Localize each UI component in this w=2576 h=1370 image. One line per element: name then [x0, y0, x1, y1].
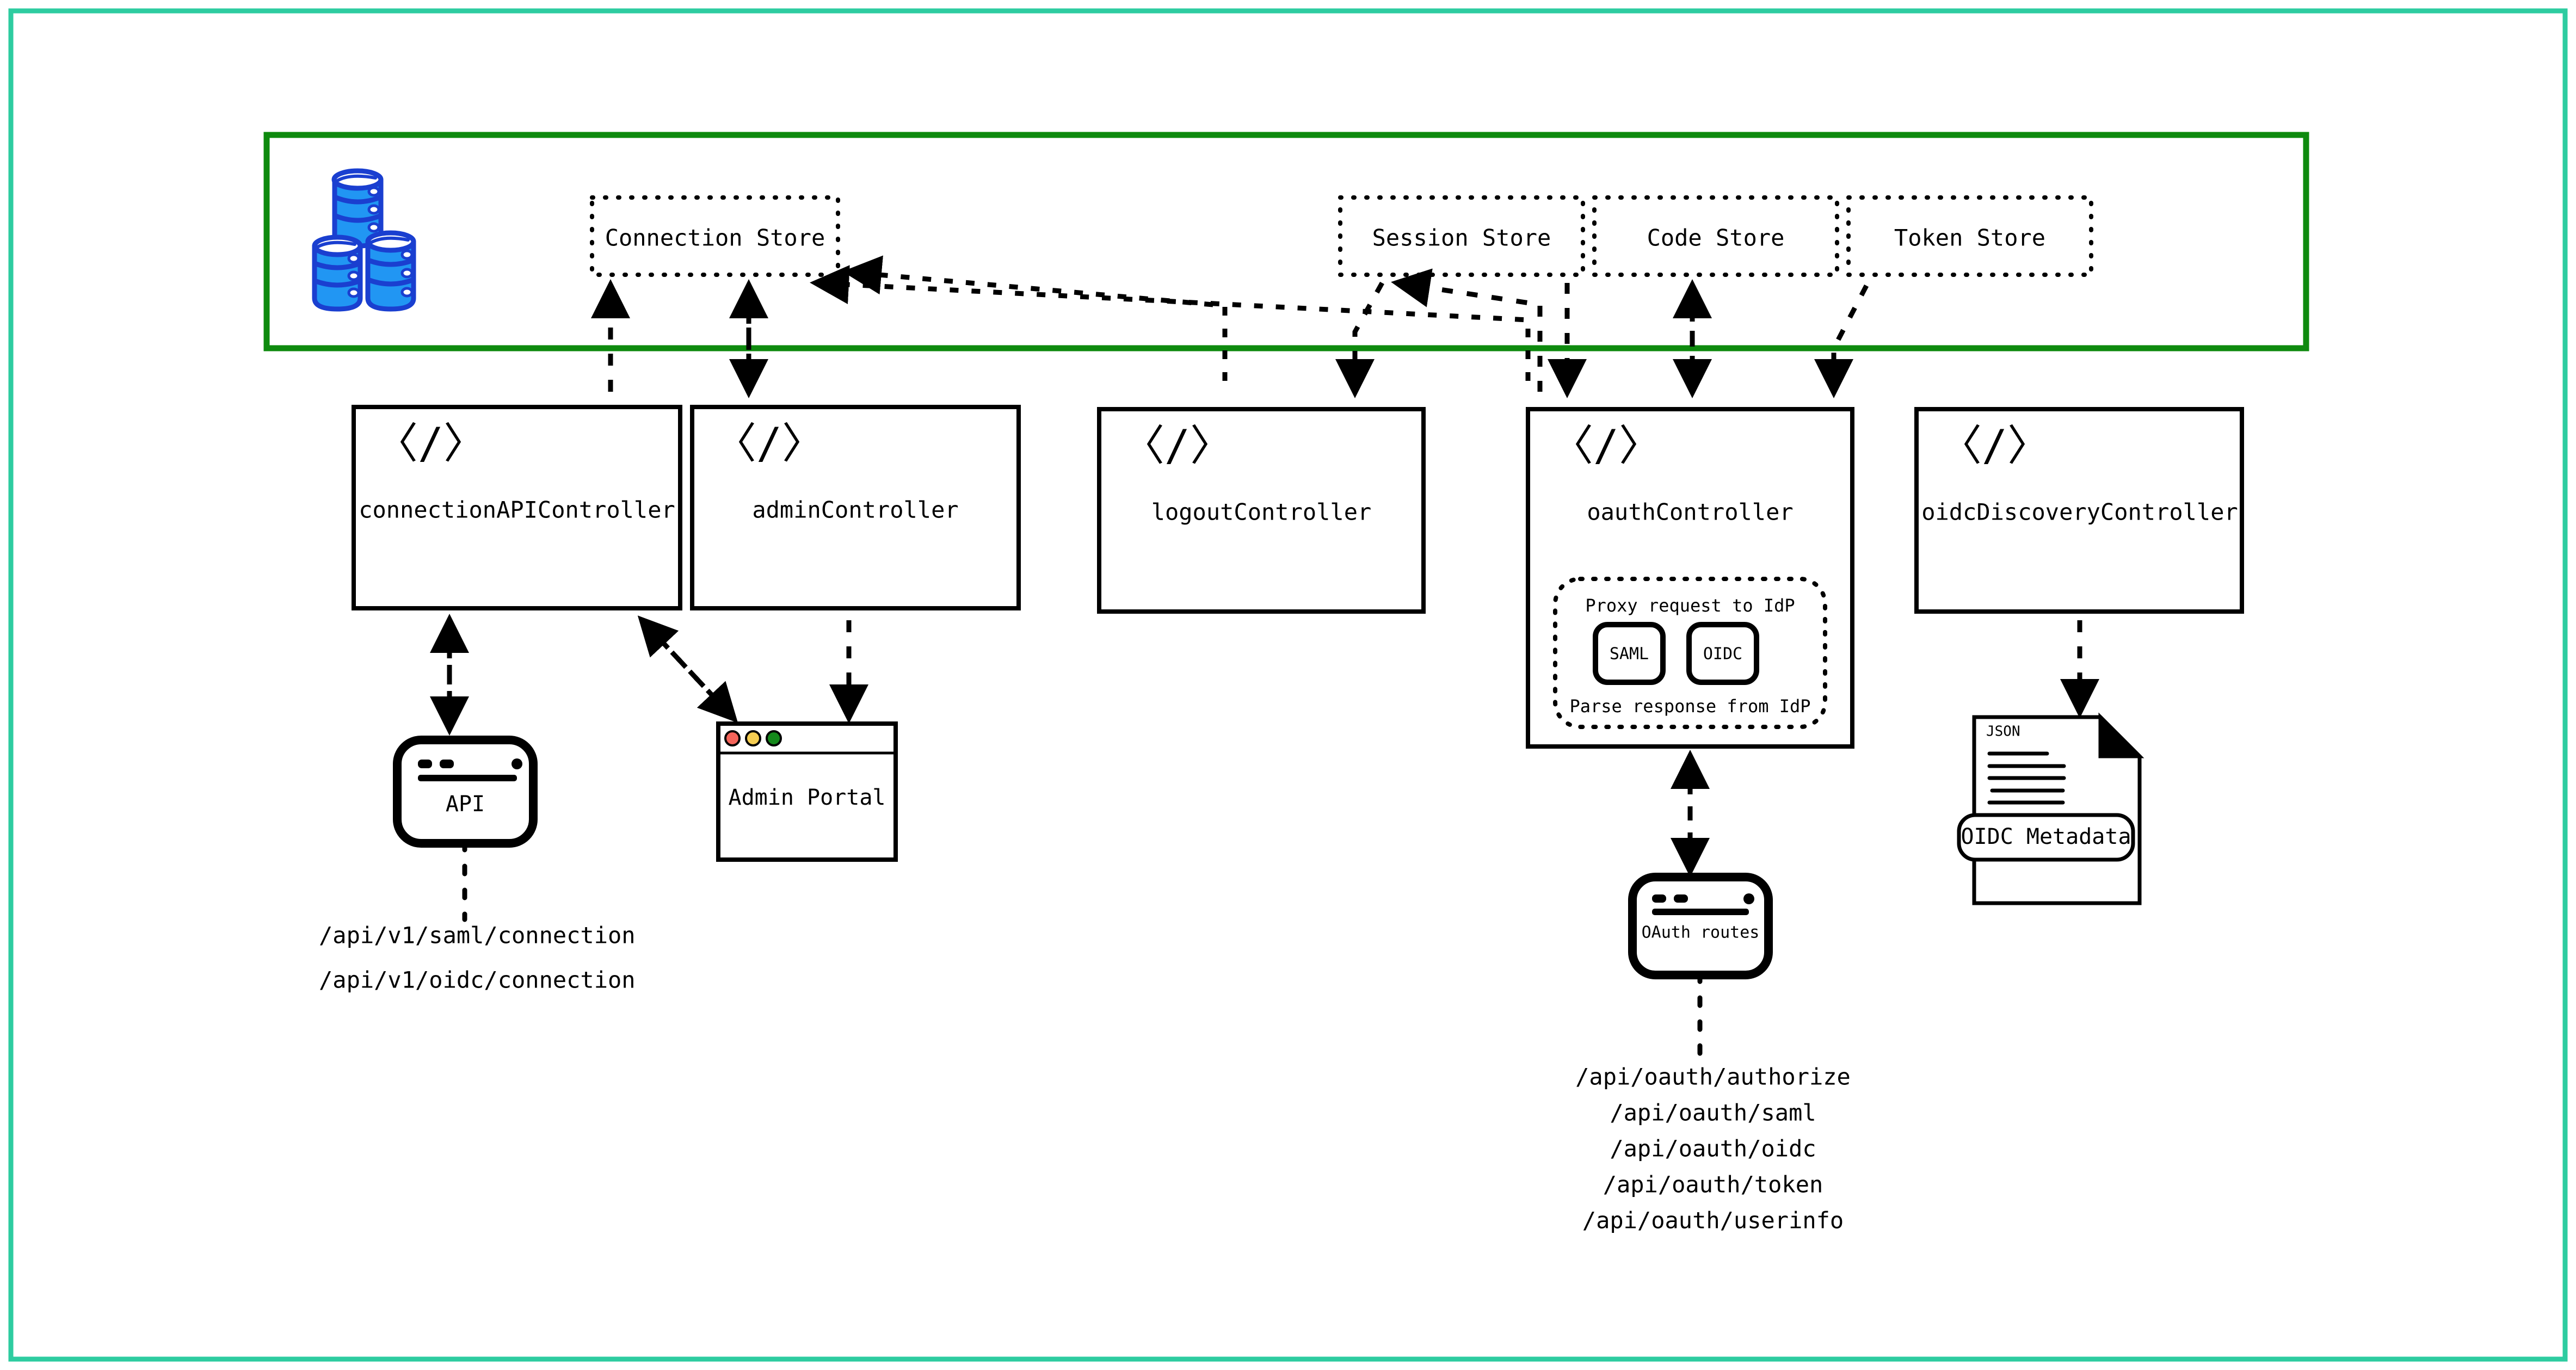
traffic-light-yellow-icon [745, 730, 761, 746]
store-connection[interactable]: Connection Store [590, 195, 840, 277]
oauth-route-4: /api/oauth/userinfo [1582, 1207, 1844, 1234]
api-window-addressbar [418, 775, 517, 781]
code-icon: 〈/〉 [375, 419, 486, 468]
controller-admin-label: adminController [752, 497, 958, 523]
store-session[interactable]: Session Store [1338, 195, 1585, 277]
connector-oauth-to-connstore [810, 265, 1531, 381]
oidc-metadata-folded-corner-icon [2098, 712, 2144, 758]
connector-logout-to-connstore [842, 255, 1228, 381]
connector-layer [591, 255, 1869, 398]
controller-admin-box [690, 405, 1021, 610]
protocol-oidc-label: OIDC [1703, 645, 1742, 664]
oidc-metadata-document-icon[interactable]: JSON OIDC Metadata [1957, 712, 2144, 905]
api-window-label: API [446, 792, 485, 817]
controller-connection-api[interactable]: 〈/〉 connectionAPIController [352, 405, 682, 610]
oidc-metadata-text-lines [1987, 751, 2066, 805]
datastore-region-border [263, 132, 2309, 351]
code-icon: 〈/〉 [1939, 421, 2050, 470]
oidc-metadata-label: OIDC Metadata [1961, 824, 2131, 849]
oauth-routes-tab-1 [1652, 894, 1666, 903]
connector-oauth-to-sessionstore [1391, 268, 1543, 392]
store-code[interactable]: Code Store [1592, 195, 1839, 277]
admin-portal-label: Admin Portal [729, 785, 886, 810]
store-token-box [1846, 195, 2093, 277]
store-session-box [1338, 195, 1585, 277]
store-token[interactable]: Token Store [1846, 195, 2093, 277]
store-code-box [1592, 195, 1839, 277]
api-routes-text: /api/v1/saml/connection /api/v1/oidc/con… [319, 922, 636, 993]
controller-connection-api-label: connectionAPIController [359, 497, 675, 523]
oidc-metadata-doctype-label: JSON [1986, 724, 2020, 740]
oauth-routes-label: OAuth routes [1642, 923, 1760, 942]
controller-logout-box [1097, 407, 1426, 614]
api-window-tab-2 [440, 760, 454, 768]
controller-admin[interactable]: 〈/〉 adminController [690, 405, 1021, 610]
oauth-routes-frame [1628, 873, 1773, 979]
controller-logout-label: logoutController [1151, 499, 1372, 526]
protocol-oidc-box [1686, 622, 1759, 685]
protocol-saml[interactable]: SAML [1593, 622, 1666, 685]
oauth-route-0: /api/oauth/authorize [1575, 1064, 1851, 1090]
database-stack-icon [312, 168, 416, 312]
store-token-label: Token Store [1894, 225, 2045, 251]
oauth-routes-dot [1743, 893, 1754, 904]
connector-adminportal-to-connapi [637, 615, 736, 720]
controller-logout[interactable]: 〈/〉 logoutController [1097, 407, 1426, 614]
controller-oidc-discovery-box [1914, 407, 2244, 614]
api-route-0: /api/v1/saml/connection [319, 922, 636, 949]
connector-tokenstore-to-oauth [1814, 284, 1869, 398]
oauth-idp-block-box [1553, 577, 1827, 729]
protocol-saml-label: SAML [1610, 645, 1649, 664]
oauth-routes-window-icon[interactable]: OAuth routes [1628, 873, 1773, 979]
controller-oidc-discovery-label: oidcDiscoveryController [1921, 499, 2238, 526]
oauth-route-3: /api/oauth/token [1603, 1171, 1823, 1198]
outer-border [8, 8, 2568, 1362]
connector-connapi-to-adminportal [640, 618, 738, 723]
api-route-1: /api/v1/oidc/connection [319, 967, 636, 993]
connector-sessionstore-to-logout [1335, 281, 1384, 398]
traffic-light-red-icon [724, 730, 741, 746]
protocol-saml-box [1593, 622, 1666, 685]
lower-connector-layer [430, 614, 2099, 1058]
oauth-routes-text: /api/oauth/authorize /api/oauth/saml /ap… [1575, 1064, 1851, 1234]
code-icon: 〈/〉 [1551, 421, 1661, 470]
oauth-idp-block: Proxy request to IdP SAML OIDC Parse res… [1553, 577, 1827, 729]
oauth-route-1: /api/oauth/saml [1610, 1100, 1816, 1126]
oauth-routes-addressbar [1652, 909, 1749, 915]
traffic-light-green-icon [766, 730, 782, 746]
controller-oauth-label: oauthController [1587, 499, 1793, 526]
api-window-icon[interactable]: API [393, 736, 538, 848]
store-code-label: Code Store [1647, 225, 1785, 251]
controller-oauth[interactable]: 〈/〉 oauthController Proxy request to IdP… [1526, 407, 1854, 749]
oauth-routes-tab-2 [1674, 894, 1688, 903]
oauth-route-2: /api/oauth/oidc [1610, 1136, 1816, 1162]
admin-portal-window-icon[interactable]: Admin Portal [716, 721, 898, 862]
code-icon: 〈/〉 [1122, 421, 1232, 470]
api-window-dot [511, 758, 522, 769]
api-window-tab-1 [418, 760, 432, 768]
store-connection-box [590, 195, 840, 277]
oauth-idp-proxy-label: Proxy request to IdP [1585, 595, 1795, 616]
oauth-idp-parse-label: Parse response from IdP [1569, 696, 1810, 717]
store-session-label: Session Store [1372, 225, 1551, 251]
admin-portal-frame [716, 721, 898, 862]
code-icon: 〈/〉 [714, 419, 824, 468]
controller-connection-api-box [352, 405, 682, 610]
store-connection-label: Connection Store [605, 225, 825, 251]
protocol-oidc[interactable]: OIDC [1686, 622, 1759, 685]
oidc-metadata-label-plate [1957, 813, 2135, 862]
controller-oidc-discovery[interactable]: 〈/〉 oidcDiscoveryController [1914, 407, 2244, 614]
